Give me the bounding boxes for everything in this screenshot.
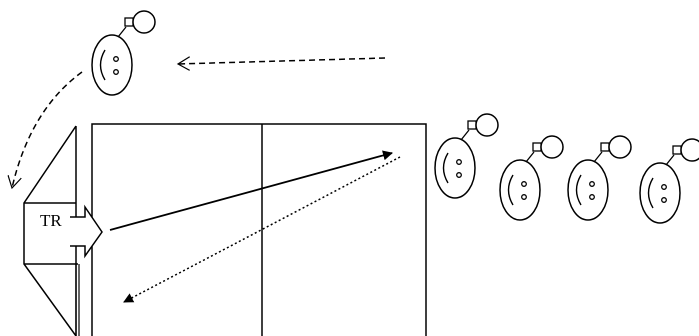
person-figure-icon (567, 135, 632, 221)
tr-block-arrow (70, 204, 103, 259)
person-figure-icon (91, 10, 156, 96)
signal-arrow-solid (109, 150, 393, 231)
incoming-dashed-arrow (178, 58, 386, 64)
person-figure-icon (434, 113, 499, 199)
curved-dashed-arrow (12, 71, 83, 188)
person-figure-icon (499, 135, 564, 221)
transducer-shape (23, 125, 80, 336)
main-field-box (91, 123, 427, 336)
person-figure-icon (639, 138, 699, 224)
transformer-label: TR (40, 211, 62, 230)
